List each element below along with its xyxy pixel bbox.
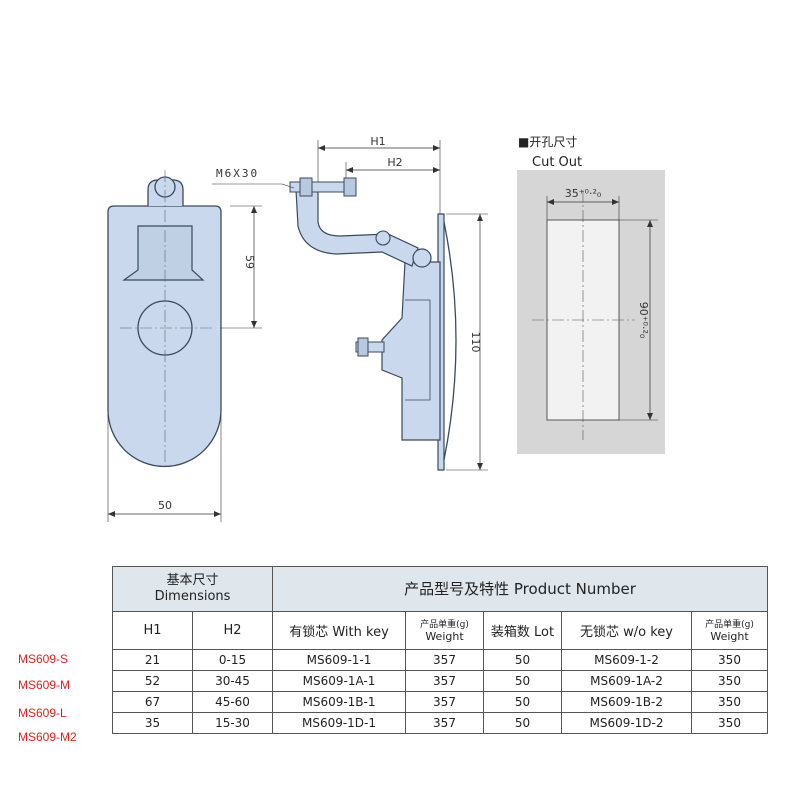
header-product-number: 产品型号及特性 Product Number (271, 566, 769, 612)
cell-weight1: 357 (405, 649, 484, 671)
cell-lot: 50 (483, 670, 562, 692)
model-label: MS609-M (18, 678, 71, 692)
side-height-dimension: 110 (469, 332, 482, 353)
cell-with-key: MS609-1D-1 (272, 712, 406, 734)
cell-weight1: 357 (405, 691, 484, 713)
front-height-dimension: 59 (243, 255, 256, 269)
cell-lot: 50 (483, 649, 562, 671)
col-h1: H1 (112, 611, 193, 650)
cell-with-key: MS609-1B-1 (272, 691, 406, 713)
col-weight-with-key: 产品单重(g) Weight (405, 611, 484, 650)
header-dimensions: 基本尺寸 Dimensions (112, 566, 273, 612)
cell-without-key: MS609-1A-2 (561, 670, 692, 692)
side-housing-inner (405, 299, 431, 401)
cutout-width-dimension: 35⁺⁰·²₀ (565, 187, 602, 200)
side-bezel (443, 221, 457, 461)
cell-weight1: 357 (405, 670, 484, 692)
cell-weight2: 350 (690, 712, 769, 734)
col-h2: H2 (192, 611, 273, 650)
spec-table: 基本尺寸 Dimensions 产品型号及特性 Product Number H… (112, 566, 769, 734)
cell-h2: 0-15 (192, 649, 273, 671)
side-pivot-upper (375, 230, 391, 246)
cutout-height-dimension: 90⁺⁰·²₀ (637, 302, 650, 339)
cell-with-key: MS609-1A-1 (272, 670, 406, 692)
side-lower-nut (357, 337, 369, 357)
side-housing (381, 261, 441, 441)
table-row: 67 45-60 MS609-1B-1 357 50 MS609-1B-2 35… (112, 691, 769, 713)
cell-without-key: MS609-1B-2 (561, 691, 692, 713)
cell-h1: 52 (112, 670, 193, 692)
model-label: MS609-M2 (18, 730, 77, 744)
col-without-key: 无锁芯 w/o key (561, 611, 692, 650)
cutout-subtitle: Cut Out (532, 155, 582, 170)
cell-h1: 35 (112, 712, 193, 734)
cell-h1: 67 (112, 691, 193, 713)
cell-weight2: 350 (690, 670, 769, 692)
cell-h2: 30-45 (192, 670, 273, 692)
cell-lot: 50 (483, 712, 562, 734)
side-thread-label: M6X30 (216, 167, 259, 180)
cell-h2: 15-30 (192, 712, 273, 734)
technical-drawing: 59 50 M6X30 H1 H2 (107, 135, 665, 522)
col-lot: 装箱数 Lot (483, 611, 562, 650)
cutout-view: ■开孔尺寸 Cut Out 35⁺⁰·²₀ 90⁺⁰·²₀ (517, 135, 665, 454)
cell-without-key: MS609-1D-2 (561, 712, 692, 734)
front-width-dimension: 50 (158, 499, 172, 512)
side-bolt-nut (299, 177, 313, 197)
front-handle-recess (122, 225, 205, 281)
table-row: 52 30-45 MS609-1A-1 357 50 MS609-1A-2 35… (112, 670, 769, 692)
cell-h2: 45-60 (192, 691, 273, 713)
cell-h1: 21 (112, 649, 193, 671)
side-bolt-head (343, 177, 357, 197)
side-pivot-lower (412, 248, 432, 268)
cell-with-key: MS609-1-1 (272, 649, 406, 671)
front-view: 59 50 (107, 170, 262, 522)
table-row: 35 15-30 MS609-1D-1 357 50 MS609-1D-2 35… (112, 712, 769, 734)
cell-weight1: 357 (405, 712, 484, 734)
side-view: M6X30 H1 H2 110 (212, 135, 488, 471)
side-h1-label: H1 (370, 135, 385, 148)
cell-lot: 50 (483, 691, 562, 713)
side-h2-label: H2 (387, 156, 402, 169)
side-lever-arm (295, 189, 419, 267)
model-label: MS609-S (18, 652, 69, 666)
cell-weight2: 350 (690, 691, 769, 713)
cutout-title: ■开孔尺寸 (518, 135, 577, 149)
cell-without-key: MS609-1-2 (561, 649, 692, 671)
side-lower-screw (355, 341, 385, 353)
table-row: 21 0-15 MS609-1-1 357 50 MS609-1-2 350 (112, 649, 769, 671)
model-label: MS609-L (18, 706, 67, 720)
col-weight-without-key: 产品单重(g) Weight (690, 611, 769, 650)
cell-weight2: 350 (690, 649, 769, 671)
col-with-key: 有锁芯 With key (272, 611, 406, 650)
